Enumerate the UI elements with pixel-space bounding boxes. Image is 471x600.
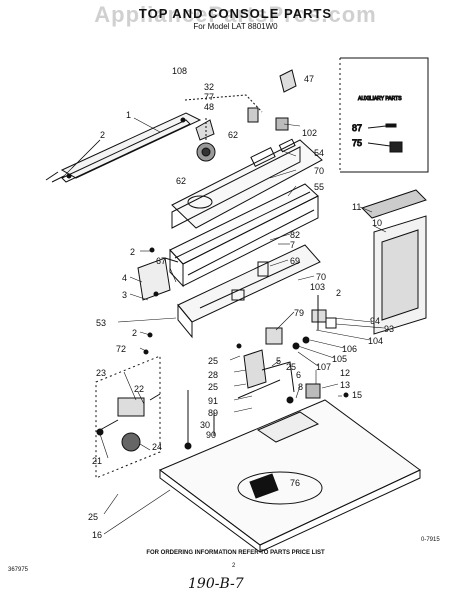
callout-2-a: 2: [100, 130, 105, 140]
callout-105: 105: [332, 354, 347, 364]
console-frame: [169, 183, 319, 288]
drawing-code: 0-7915: [421, 537, 440, 543]
callout-22: 22: [134, 384, 144, 394]
watermark: AppliancePartsPros.com: [94, 2, 377, 27]
page-title: TOP AND CONSOLE PARTS: [138, 6, 333, 21]
callout-91: 91: [208, 396, 218, 406]
callout-24: 24: [152, 442, 162, 452]
callout-69: 69: [290, 256, 300, 266]
knobs-group: [184, 69, 297, 162]
callout-16: 16: [92, 530, 102, 540]
callout-48: 48: [204, 102, 214, 112]
callout-103: 103: [310, 282, 325, 292]
rear-panel: [361, 189, 427, 335]
callout-25-c: 25: [208, 382, 218, 392]
callout-12: 12: [340, 368, 350, 378]
callout-6: 6: [296, 370, 301, 380]
callout-28: 28: [208, 370, 218, 380]
model-subtitle: For Model LAT 8801W0: [193, 22, 278, 31]
callout-10: 10: [372, 218, 382, 228]
lower-bracket-parts: [237, 349, 321, 404]
callout-76: 76: [290, 478, 300, 488]
callout-7: 7: [290, 240, 295, 250]
callout-55: 55: [314, 182, 324, 192]
callout-104: 104: [368, 336, 383, 346]
callout-3: 3: [122, 290, 127, 300]
callout-62-a: 62: [228, 130, 238, 140]
callout-4: 4: [122, 273, 127, 283]
handwritten-note: 190-B-7: [188, 576, 244, 592]
callout-106: 106: [342, 344, 357, 354]
callout-2-d: 2: [132, 328, 137, 338]
ordering-note: FOR ORDERING INFORMATION REFER TO PARTS …: [146, 550, 325, 556]
callout-94: 94: [370, 316, 380, 326]
auxiliary-title: AUXILIARY PARTS: [358, 96, 402, 102]
callout-62-b: 62: [176, 176, 186, 186]
control-bracket: [177, 244, 321, 339]
callout-15: 15: [352, 390, 362, 400]
console-panel: [171, 138, 323, 229]
callout-25-a: 25: [208, 356, 218, 366]
callout-11: 11: [352, 202, 361, 212]
document-code: 367975: [8, 567, 29, 573]
callout-70-b: 70: [316, 272, 326, 282]
callout-67: 67: [156, 256, 166, 266]
callout-77: 77: [204, 92, 214, 102]
callout-47: 47: [304, 74, 314, 84]
callout-5: 5: [276, 356, 281, 366]
callout-89: 89: [208, 408, 218, 418]
timer-assembly: [95, 355, 161, 479]
page-number: 2: [232, 563, 236, 569]
callout-72: 72: [116, 344, 126, 354]
top-plate: [159, 399, 421, 553]
callout-53: 53: [96, 318, 106, 328]
clip-part: [385, 123, 397, 128]
callout-13: 13: [340, 380, 350, 390]
callout-25-b: 25: [286, 362, 296, 372]
callout-2-c: 2: [336, 288, 341, 298]
callout-70-a: 70: [314, 166, 324, 176]
callout-2-b: 2: [130, 247, 135, 257]
callout-1: 1: [126, 110, 131, 120]
callout-8: 8: [298, 382, 303, 392]
knob-part: [389, 141, 403, 153]
auxiliary-parts-box: AUXILIARY PARTS 87 75: [339, 57, 429, 173]
fasteners: [143, 247, 349, 450]
callout-102: 102: [302, 128, 317, 138]
callout-30: 30: [200, 420, 210, 430]
callout-75: 75: [352, 138, 362, 148]
callout-79: 79: [294, 308, 304, 318]
callout-107: 107: [316, 362, 331, 372]
callout-93: 93: [384, 324, 394, 334]
callout-23: 23: [96, 368, 106, 378]
console-rear-cover: [45, 112, 202, 183]
callout-labels: 108 47 32 77 48 1 2 62 102 62 54 70 55 1…: [88, 66, 394, 540]
callout-82: 82: [290, 230, 300, 240]
callout-25-d: 25: [88, 512, 98, 522]
callout-54: 54: [314, 148, 324, 158]
leader-lines: [61, 117, 387, 535]
callout-32: 32: [204, 82, 214, 92]
callout-90: 90: [206, 430, 216, 440]
callout-21: 21: [92, 456, 102, 466]
switch-cluster: [265, 295, 337, 350]
callout-87: 87: [352, 123, 362, 133]
callout-108: 108: [172, 66, 187, 76]
end-cap-bracket: [137, 257, 179, 301]
